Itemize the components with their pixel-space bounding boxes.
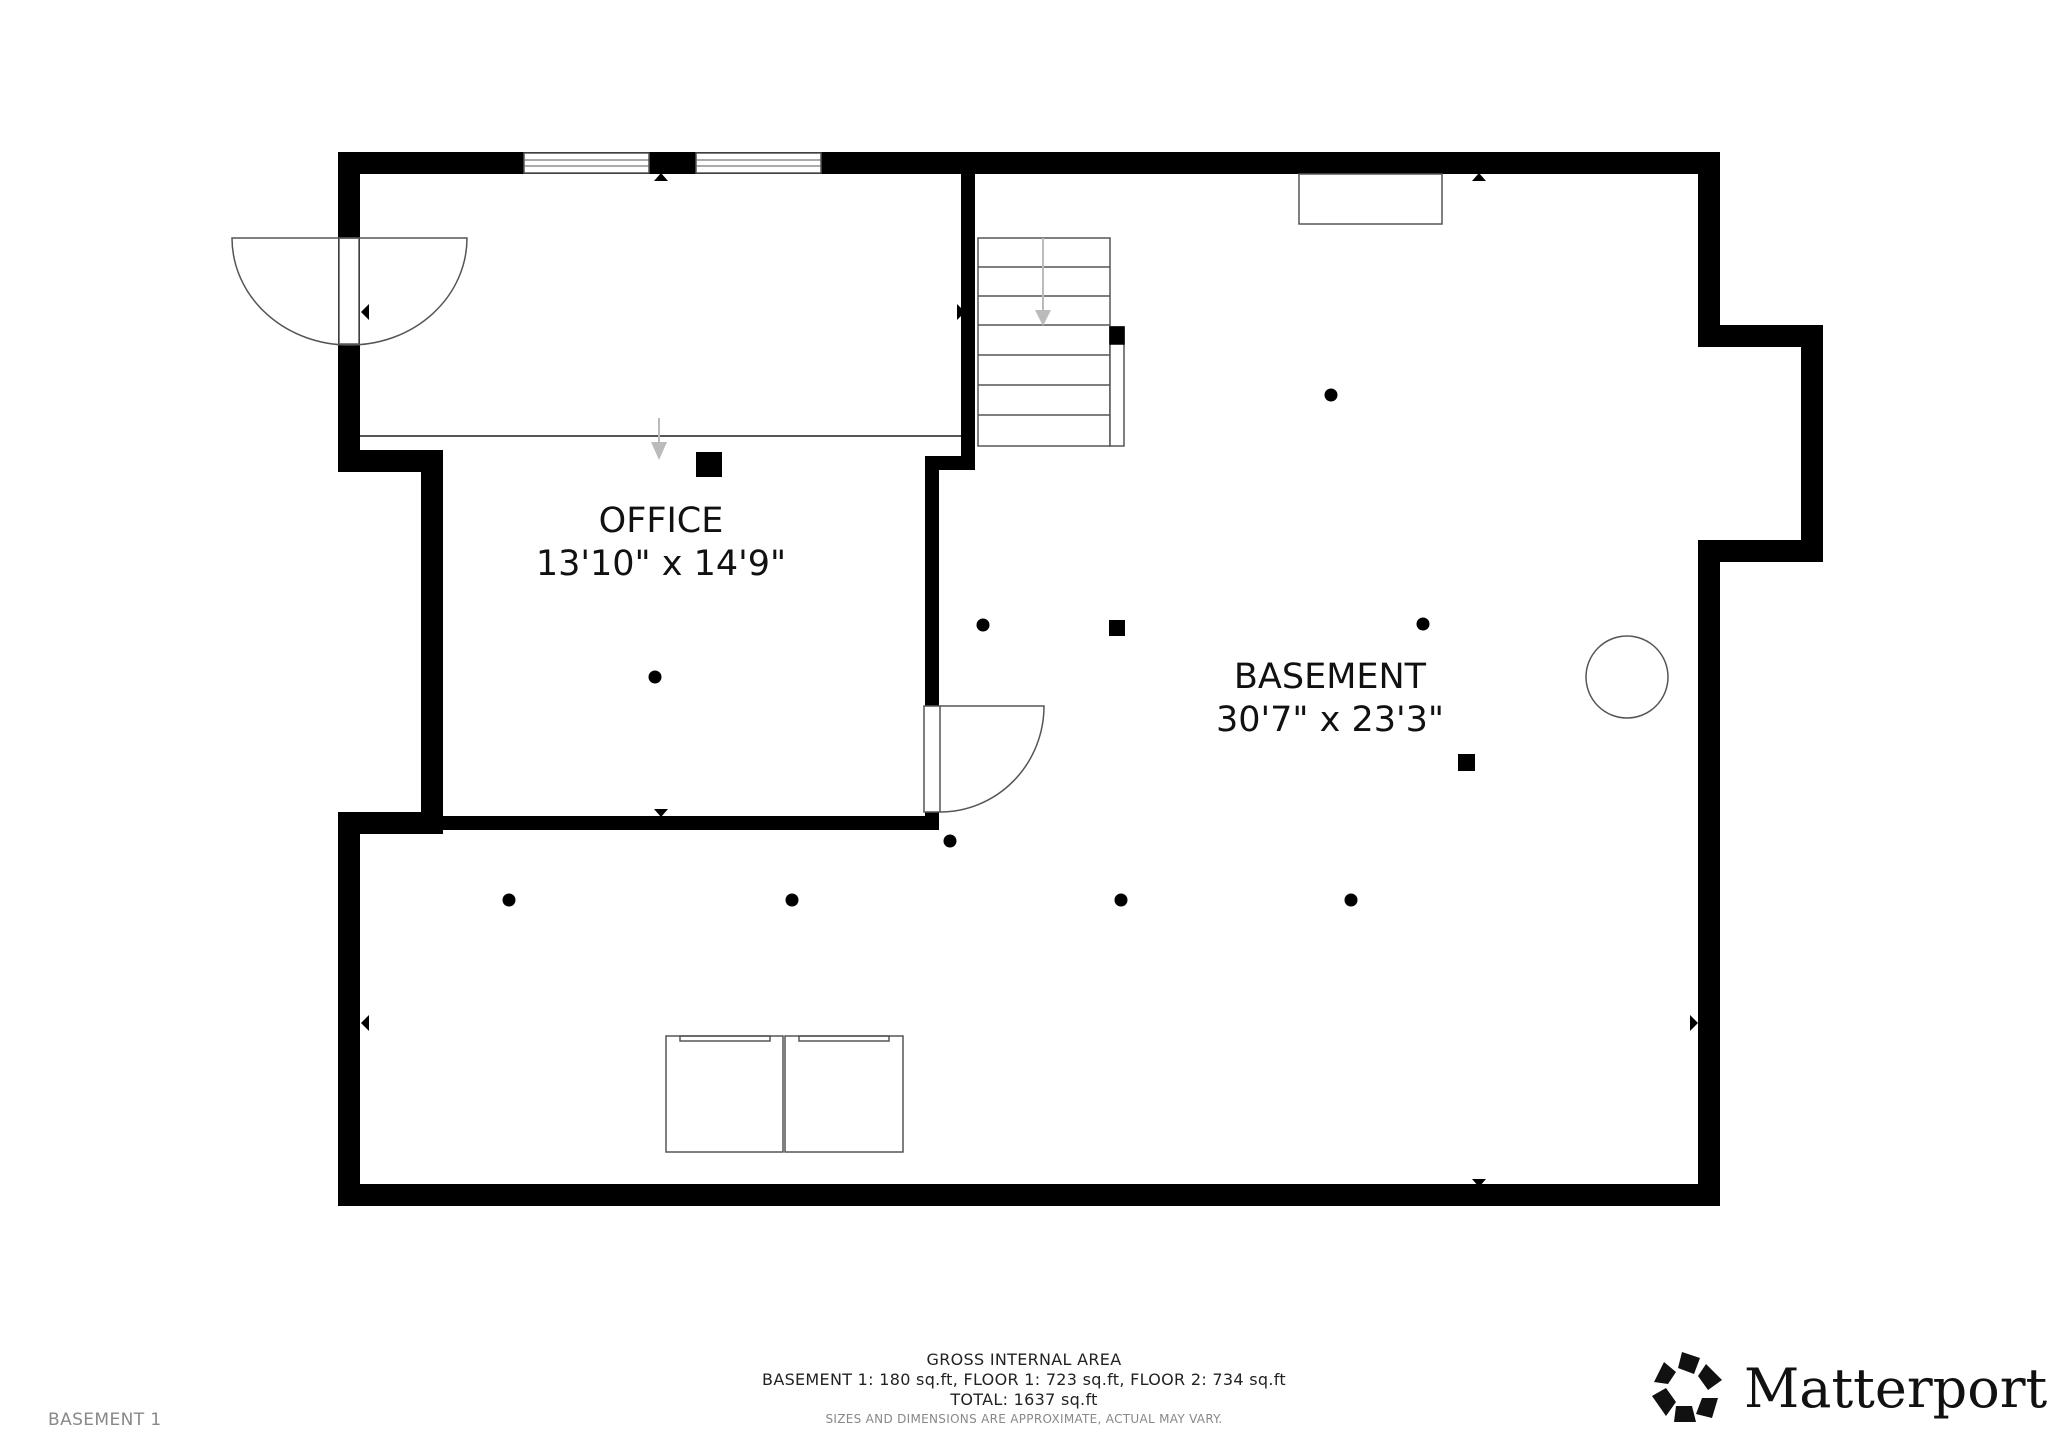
office-interior-wall xyxy=(432,163,975,830)
area-summary: GROSS INTERNAL AREA BASEMENT 1: 180 sq.f… xyxy=(0,1350,2048,1428)
area-heading: GROSS INTERNAL AREA xyxy=(926,1350,1122,1369)
wall-markers xyxy=(361,173,1698,1187)
office-arrow-icon xyxy=(651,418,667,460)
appliance-left xyxy=(665,1035,784,1153)
brand-logo: Matterport ® xyxy=(1650,1348,2048,1428)
light-point xyxy=(785,893,799,907)
basement-room-dimensions: 30'7" x 23'3" xyxy=(1216,700,1444,740)
support-posts xyxy=(696,452,1475,771)
window-right xyxy=(695,152,822,174)
light-point xyxy=(976,618,990,632)
light-point xyxy=(1324,388,1338,402)
brand-name: Matterport xyxy=(1744,1356,2048,1420)
light-point xyxy=(1114,893,1128,907)
light-point xyxy=(1416,617,1430,631)
area-breakdown: BASEMENT 1: 180 sq.ft, FLOOR 1: 723 sq.f… xyxy=(762,1370,1286,1389)
light-point xyxy=(648,670,662,684)
appliance-right xyxy=(784,1035,904,1153)
exterior-wall xyxy=(338,152,1823,1206)
window-left xyxy=(523,152,650,174)
water-heater xyxy=(1585,635,1669,719)
post xyxy=(1458,754,1475,771)
area-total: TOTAL: 1637 sq.ft xyxy=(950,1390,1098,1409)
matterport-logo-icon xyxy=(1652,1352,1722,1422)
light-point xyxy=(502,893,516,907)
exterior-door xyxy=(231,237,468,346)
post xyxy=(696,452,722,477)
light-point xyxy=(943,834,957,848)
post xyxy=(1109,620,1125,636)
wall-cabinet xyxy=(1298,173,1443,225)
stairs-arrow-icon xyxy=(1035,238,1051,326)
office-door xyxy=(923,705,1045,813)
office-room-name: OFFICE xyxy=(599,501,724,541)
area-disclaimer: SIZES AND DIMENSIONS ARE APPROXIMATE, AC… xyxy=(825,1412,1223,1426)
light-point xyxy=(1344,893,1358,907)
stairs xyxy=(977,237,1125,447)
ceiling-lights xyxy=(502,388,1430,907)
basement-room-name: BASEMENT xyxy=(1234,657,1427,697)
floor-name: BASEMENT 1 xyxy=(48,1410,162,1430)
office-room-dimensions: 13'10" x 14'9" xyxy=(536,544,786,584)
